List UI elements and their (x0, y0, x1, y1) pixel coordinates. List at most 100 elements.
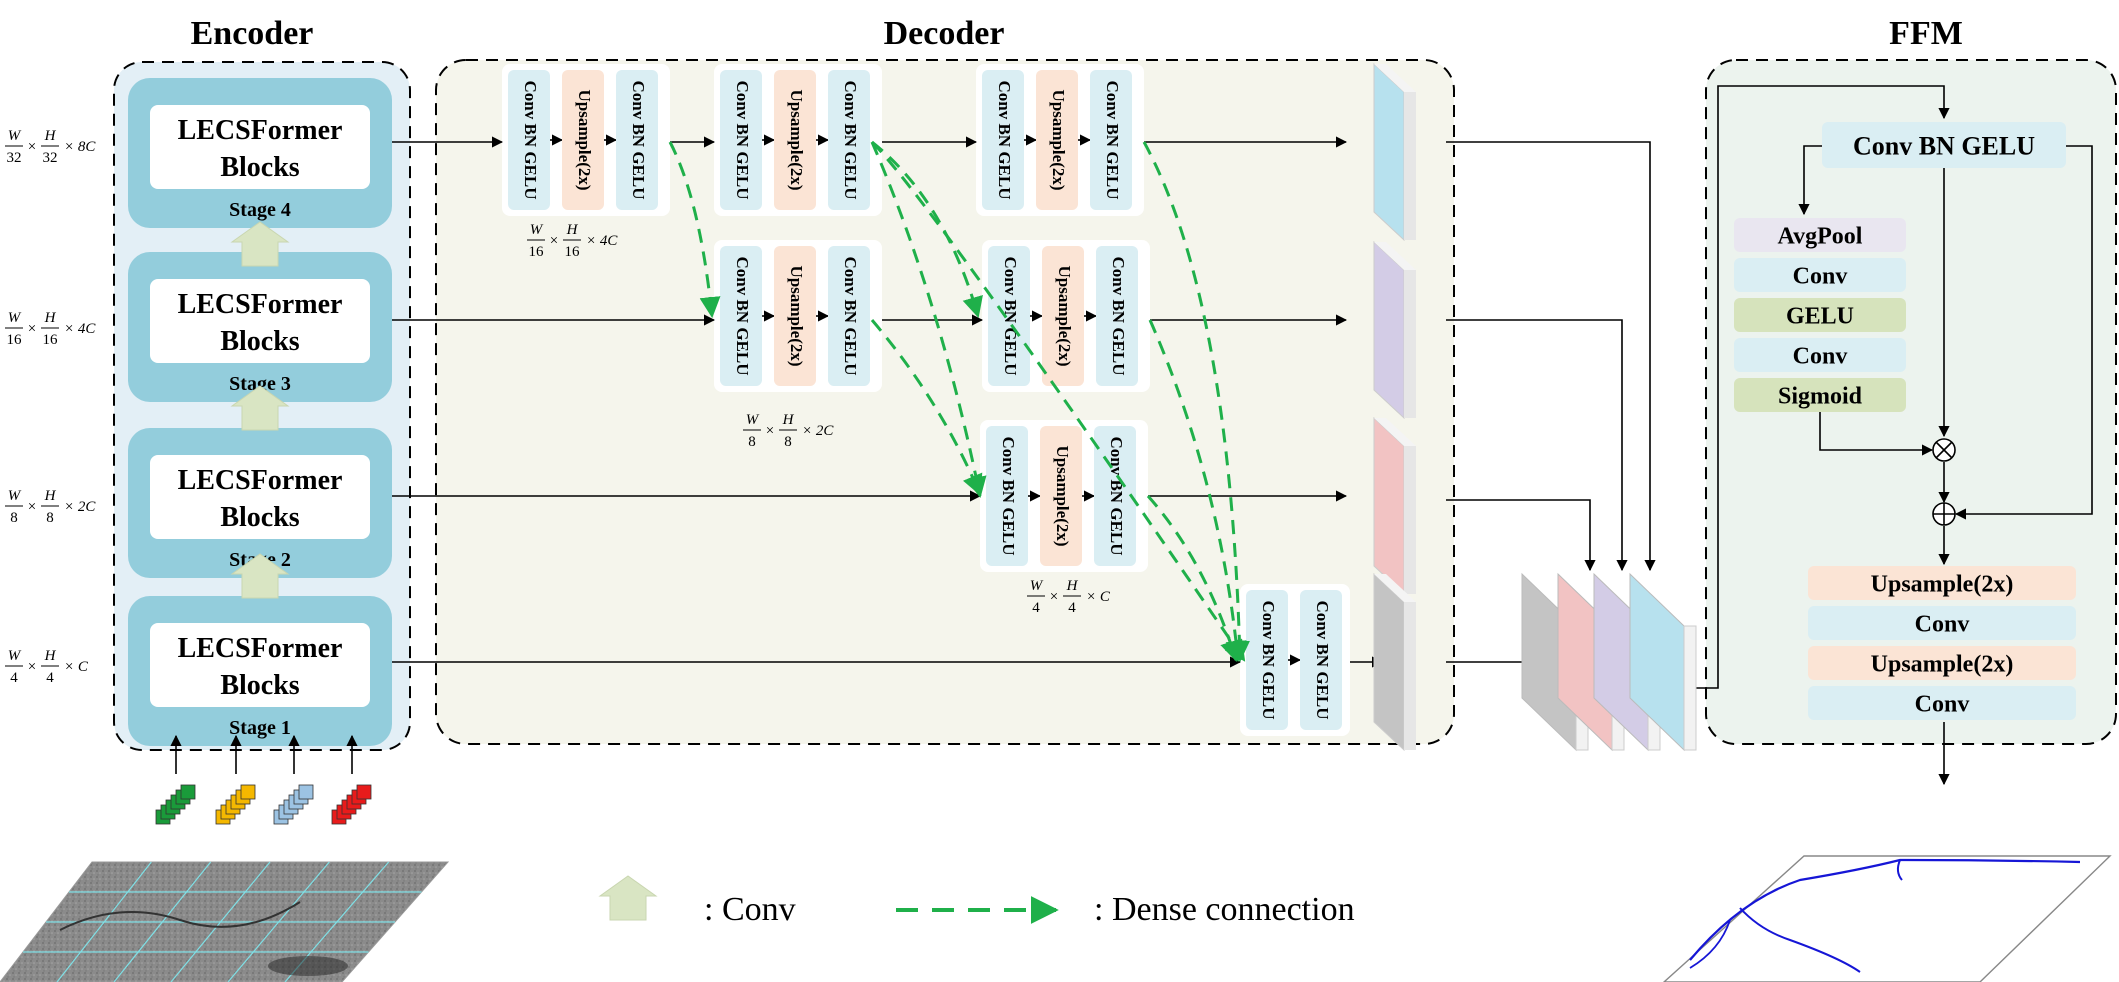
ffm-branch-4-label: Sigmoid (1778, 384, 1863, 410)
frac-den: 32 (43, 150, 58, 166)
decoder-unit: Conv BN GELU Conv BN GELU (1240, 584, 1350, 736)
decoder-unit: Conv BN GELU Upsample(2x) Conv BN GELU (502, 64, 670, 216)
crack-branch-2 (1896, 859, 1903, 881)
feat-face (1373, 572, 1405, 752)
dim-tail: × 8C (64, 139, 96, 155)
ffm-branch-4-box (1734, 378, 1906, 412)
feature-map-purple (1373, 240, 1416, 420)
unit-cell (774, 246, 816, 386)
unit-label: Conv BN GELU (1107, 436, 1126, 555)
frac-num: H (44, 128, 57, 144)
multiply-x2 (1935, 441, 1953, 459)
feat-face (1373, 416, 1405, 596)
unit-cell (1090, 70, 1132, 210)
times: × (1050, 589, 1058, 605)
feat1-to-stack (1446, 141, 1656, 572)
unit-label: Conv BN GELU (733, 256, 752, 375)
frac-den: 32 (7, 150, 22, 166)
frac-num: W (8, 488, 22, 504)
ffm-branch-2-box (1734, 298, 1906, 332)
unit-cell (1040, 426, 1082, 566)
blocks-label: Blocks (220, 152, 299, 183)
unit-label: Upsample(2x) (1055, 265, 1074, 366)
ffm-tail-1-label: Conv (1915, 612, 1970, 638)
dim-stage3: W16×H16× 4C (5, 310, 96, 348)
frac-num: H (44, 648, 57, 664)
ffm-branch-0-label: AvgPool (1778, 224, 1863, 250)
unit-label: Upsample(2x) (787, 265, 806, 366)
legend: : Conv: Dense connection (598, 875, 1355, 928)
unit-label: Conv BN GELU (841, 80, 860, 199)
unit-cell (988, 246, 1030, 386)
frac-num: H (1066, 578, 1079, 594)
unit-label: Upsample(2x) (787, 89, 806, 190)
dim-dec-2: W8×H8× 2C (743, 412, 834, 450)
feat-top (1374, 418, 1416, 446)
frac-den: 8 (10, 510, 18, 526)
times: × (766, 423, 774, 439)
conv-arrow-1-2 (230, 553, 290, 599)
conv-arrow-2-3 (230, 385, 290, 431)
stage-label: Stage 1 (229, 717, 291, 739)
unit-cell (1042, 246, 1084, 386)
dense-6 (1148, 319, 1247, 663)
pavement-crack (59, 901, 301, 931)
ffm-tail-0-label: Upsample(2x) (1871, 572, 2014, 598)
unit-cell (828, 246, 870, 386)
feat-face (1373, 240, 1405, 420)
unit-cell (982, 70, 1024, 210)
times: × (28, 499, 36, 515)
legend-conv-arrow (598, 875, 658, 921)
unit-cell (1300, 590, 1342, 730)
unit-label: Upsample(2x) (575, 89, 594, 190)
dense-connections (668, 140, 1250, 663)
feat-side (1404, 92, 1416, 240)
unit-label: Conv BN GELU (1313, 600, 1332, 719)
unit-label: Conv BN GELU (629, 80, 648, 199)
times: × (28, 321, 36, 337)
dim-tail: × 4C (64, 321, 96, 337)
frac-den: 4 (1032, 600, 1040, 616)
unit-label: Conv BN GELU (1259, 600, 1278, 719)
ffm-branch-1-box (1734, 258, 1906, 292)
crack-main (1689, 858, 2081, 961)
stack-side (1683, 625, 1697, 751)
feature-map-pink (1373, 416, 1416, 596)
unit-cell (774, 70, 816, 210)
feat-top (1374, 574, 1416, 602)
frac-den: 16 (7, 332, 23, 348)
frac-den: 8 (784, 434, 792, 450)
frac-den: 16 (43, 332, 59, 348)
unit-cell (720, 70, 762, 210)
frac-den: 16 (529, 244, 545, 260)
pavement-stain (268, 956, 348, 976)
unit-label: Upsample(2x) (1049, 89, 1068, 190)
lecsformer-block (150, 105, 370, 189)
unit-label: Conv BN GELU (521, 80, 540, 199)
dim-tail: × 2C (64, 499, 96, 515)
legend-conv-label: : Conv (704, 891, 796, 928)
conv-arrow-3-4 (230, 221, 290, 267)
frac-num: W (1030, 578, 1044, 594)
feat-face (1373, 62, 1405, 242)
unit-label: Conv BN GELU (1001, 256, 1020, 375)
crack-branch-1 (1739, 907, 1861, 973)
unit-label: Conv BN GELU (1109, 256, 1128, 375)
frac-den: 4 (10, 670, 18, 686)
feat-side (1404, 270, 1416, 418)
feat-side (1404, 446, 1416, 594)
ffm-branch-0-box (1734, 218, 1906, 252)
blocks-label: Blocks (220, 326, 299, 357)
frac-den: 4 (46, 670, 54, 686)
unit-label: Conv BN GELU (999, 436, 1018, 555)
ffm-branch-3-label: Conv (1793, 344, 1848, 370)
ffm-tail-1-box (1808, 606, 2076, 640)
ffm-branch-3-box (1734, 338, 1906, 372)
frac-num: W (530, 222, 544, 238)
patch-cube (180, 784, 196, 800)
